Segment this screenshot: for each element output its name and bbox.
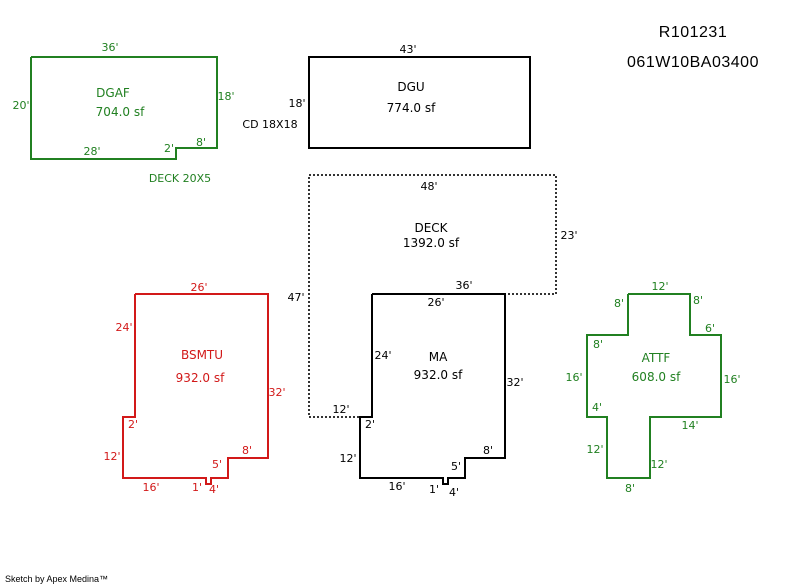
dgaf-area: 704.0 sf [96,105,145,119]
deck-dim-bottom-left: 12' [332,403,349,416]
map-taxlot-number: 061W10BA03400 [627,54,759,71]
ma-dim-left-upper: 24' [374,349,391,362]
attf-dim-bottom-right-v: 12' [650,458,667,471]
bsmtu-dim-step-h: 5' [212,458,222,471]
bsmtu-dim-bottom-left: 16' [142,481,159,494]
attf-dim-top-right-v: 8' [693,294,703,307]
bsmtu-dim-right: 32' [268,386,285,399]
dgu-outline [308,56,531,149]
section-dgaf: DGAF 704.0 sf 36' 20' 18' 28' 2' 8' DECK… [12,41,234,185]
attf-dim-top-left-v: 8' [614,297,624,310]
bsmtu-dim-notch-w: 1' [192,481,202,494]
deck-dim-right: 23' [560,229,577,242]
attf-dim-right-v: 16' [723,373,740,386]
attf-area: 608.0 sf [632,370,681,384]
attf-outline [586,293,722,479]
bsmtu-dim-step-w: 8' [242,444,252,457]
dgaf-name: DGAF [96,86,130,100]
ma-dim-step-h: 5' [451,460,461,473]
deck-outline [308,174,557,418]
ma-outline [359,293,506,485]
attf-dim-bottom-left-v: 12' [586,443,603,456]
dgaf-dim-notch-w: 2' [164,142,174,155]
dgu-name: DGU [397,80,424,94]
dgaf-deck-note: DECK 20X5 [149,172,211,185]
deck-area: 1392.0 sf [403,236,460,250]
sketch-credit: Sketch by Apex Medina™ [5,574,108,584]
ma-area: 932.0 sf [414,368,463,382]
bsmtu-name: BSMTU [181,348,223,362]
section-dgu: DGU 774.0 sf 43' 18' CD 18X18 [242,43,531,149]
bsmtu-dim-left-lower: 12' [103,450,120,463]
ma-dim-notch-w: 1' [429,483,439,496]
attf-dim-left-v: 16' [565,371,582,384]
dgaf-dim-notch-h: 8' [196,136,206,149]
dgaf-dim-bottom: 28' [83,145,100,158]
attf-name: ATTF [642,351,671,365]
ma-dim-bottom-left: 16' [388,480,405,493]
ma-dim-step-w: 8' [483,444,493,457]
ma-name: MA [429,350,448,364]
attf-dim-left-in: 4' [592,401,602,414]
dgaf-dim-right: 18' [217,90,234,103]
attf-dim-left-w: 8' [593,338,603,351]
account-number: R101231 [659,24,727,41]
ma-dim-notch-b: 4' [449,486,459,499]
deck-dim-bottom-right: 36' [455,279,472,292]
dgaf-dim-left: 20' [12,99,29,112]
bsmtu-outline [122,293,269,485]
ma-dim-step: 2' [365,418,375,431]
dgu-area: 774.0 sf [387,101,436,115]
section-bsmtu: BSMTU 932.0 sf 26' 24' 32' 2' 12' 16' 1'… [103,281,285,496]
dgaf-dim-top: 36' [101,41,118,54]
section-attf: ATTF 608.0 sf 12' 8' 8' 8' 6' 16' 16' 4'… [565,280,740,495]
dgaf-outline [30,56,218,160]
bsmtu-dim-step: 2' [128,418,138,431]
bsmtu-dim-top: 26' [190,281,207,294]
bsmtu-dim-notch-b: 4' [209,483,219,496]
bsmtu-dim-left-upper: 24' [115,321,132,334]
dgu-dim-left: 18' [288,97,305,110]
attf-dim-right-w: 6' [705,322,715,335]
dgu-dim-top: 43' [399,43,416,56]
section-deck: DECK 1392.0 sf 48' 23' 47' 36' 12' [287,174,578,418]
dgu-cd-note: CD 18X18 [242,118,297,131]
deck-name: DECK [414,221,448,235]
attf-dim-top: 12' [651,280,668,293]
ma-dim-right: 32' [506,376,523,389]
attf-dim-right-in: 14' [681,419,698,432]
bsmtu-area: 932.0 sf [176,371,225,385]
attf-dim-bottom: 8' [625,482,635,495]
ma-dim-top: 26' [427,296,444,309]
deck-dim-left: 47' [287,291,304,304]
section-ma: MA 932.0 sf 26' 24' 32' 2' 12' 16' 1' 4'… [339,293,524,499]
deck-dim-top: 48' [420,180,437,193]
ma-dim-left-lower: 12' [339,452,356,465]
